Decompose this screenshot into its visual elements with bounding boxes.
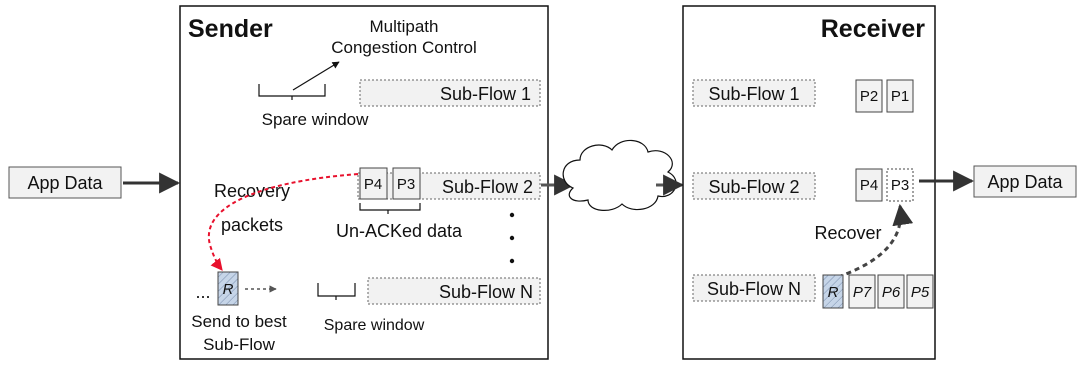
sender-subflow-n-label: Sub-Flow N (439, 282, 533, 302)
receiver-packet-p6 (877, 274, 905, 309)
sender-recovery-packet-label: R (223, 281, 234, 298)
sender-dot-3 (509, 258, 515, 264)
app-data-in-label: App Data (27, 173, 103, 193)
receiver-packet-p5 (906, 274, 934, 309)
receiver-subflow-n (692, 274, 816, 302)
send-to-best-line1: Send to best (191, 312, 287, 331)
receiver-packet-p7 (848, 274, 876, 309)
recovery-packets-line1: Recovery (214, 181, 290, 201)
spare-window-bottom-label: Spare window (324, 317, 425, 334)
spare-window-top-bracket (258, 84, 326, 100)
receiver-packet-p4 (855, 168, 883, 202)
sender-packet-p4-label: P4 (364, 176, 382, 193)
sender-packet-p3-label: P3 (397, 176, 415, 193)
sender-packet-p4 (359, 167, 388, 200)
congestion-control-line1: Multipath (370, 17, 439, 36)
sender-title: Sender (188, 15, 273, 43)
sender-dot-1 (509, 212, 515, 218)
receiver-subflow-2-label: Sub-Flow 2 (708, 177, 799, 197)
recovery-arrow (207, 173, 359, 271)
sender-subflow-2 (357, 172, 541, 200)
sender-subflow-1 (359, 79, 541, 107)
receiver-subflow-2 (692, 172, 816, 200)
send-to-best-line2: Sub-Flow (203, 335, 276, 354)
recovery-packets-line2: packets (221, 215, 283, 235)
sender-recovery-packet (217, 271, 239, 306)
receiver-packet-p1 (886, 79, 914, 113)
sender-subflow-n (367, 277, 541, 305)
receiver-subflow-n-label: Sub-Flow N (707, 279, 801, 299)
receiver-packet-p2-label: P2 (860, 88, 878, 105)
congestion-control-line2: Congestion Control (331, 38, 477, 57)
receiver-packet-p1-label: P1 (891, 88, 909, 105)
app-data-in-box (8, 166, 122, 199)
receiver-packet-p5-label: P5 (911, 284, 930, 301)
receiver-packet-p3-label: P3 (891, 177, 909, 194)
receiver-title: Receiver (821, 15, 926, 43)
receiver-packet-p3-recovered (886, 168, 914, 202)
app-data-out-label: App Data (987, 172, 1063, 192)
receiver-subflow-1-label: Sub-Flow 1 (708, 84, 799, 104)
sender-dot-2 (509, 235, 515, 241)
receiver-recovery-packet-label: R (828, 284, 839, 301)
sender-packet-p3 (392, 167, 421, 200)
recover-label: Recover (814, 223, 881, 243)
receiver-recovery-packet (822, 274, 844, 309)
recover-arrow (837, 203, 914, 279)
receiver-subflow-1 (692, 79, 816, 107)
unacked-label: Un-ACKed data (336, 221, 463, 241)
sender-ellipsis: ... (195, 282, 210, 302)
app-data-out-box (973, 165, 1077, 198)
receiver-packet-p6-label: P6 (882, 284, 901, 301)
unacked-bracket (359, 203, 421, 214)
receiver-packet-p2 (855, 79, 883, 113)
receiver-packet-p7-label: P7 (853, 284, 872, 301)
spare-window-top-label: Spare window (262, 110, 370, 129)
sender-subflow-1-label: Sub-Flow 1 (440, 84, 531, 104)
congestion-pointer-arrow (292, 61, 340, 91)
network-cloud (562, 139, 677, 211)
receiver-packet-p4-label: P4 (860, 177, 878, 194)
sender-subflow-2-label: Sub-Flow 2 (442, 177, 533, 197)
spare-window-bottom-bracket (317, 283, 356, 300)
